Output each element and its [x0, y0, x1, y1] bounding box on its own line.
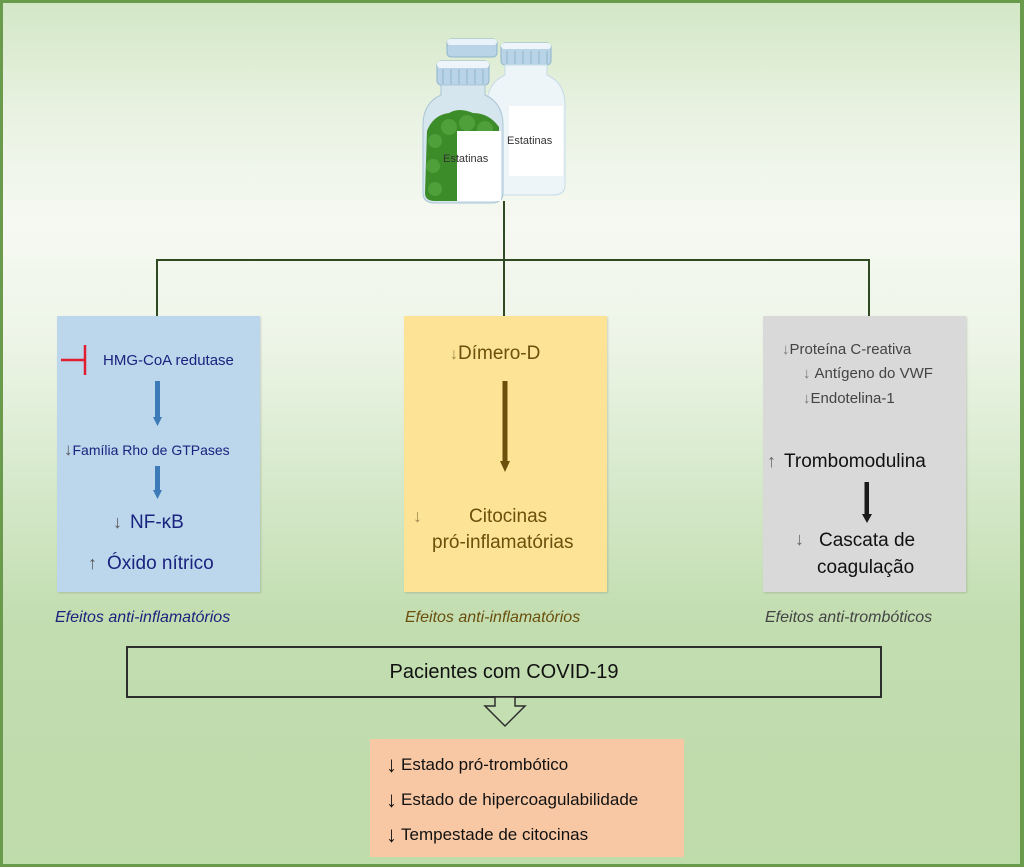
d-dimer-label: ↓Dímero-D — [450, 343, 541, 364]
statin-bottles-illustration — [422, 38, 566, 204]
connector-center — [503, 259, 505, 317]
connector-left — [156, 259, 158, 317]
hollow-arrow-down-icon — [483, 696, 527, 728]
rho-gtpases-label: ↓Família Rho de GTPases — [64, 440, 230, 459]
hmg-coa-label: HMG-CoA redutase — [103, 352, 234, 369]
inhibition-icon — [61, 345, 87, 375]
connector-trunk — [503, 201, 505, 261]
blue-caption: Efeitos anti-inflamatórios — [55, 609, 231, 626]
bottle-front-label: Estatinas — [443, 153, 489, 165]
decrease-arrow-icon: ↓ — [803, 365, 811, 382]
bottle-back-label: Estatinas — [507, 135, 553, 147]
decrease-arrow-icon: ↓ — [795, 529, 804, 549]
covid-patients-box: Pacientes com COVID-19 — [126, 646, 882, 698]
arrow-down-icon — [153, 466, 162, 499]
arrow-down-icon — [862, 482, 872, 523]
anti-thrombotic-pathway-box — [763, 316, 966, 592]
covid-patients-label: Pacientes com COVID-19 — [389, 660, 619, 683]
gray-caption: Efeitos anti-trombóticos — [765, 609, 933, 626]
increase-arrow-icon: ↑ — [88, 553, 97, 573]
crp-label: ↓Proteína C-reativa — [782, 341, 912, 358]
nf-kb-label: ↓NF-κB — [113, 512, 184, 533]
outcomes-box: ↓ Estado pró-trombótico ↓ Estado de hipe… — [370, 739, 684, 857]
endothelin-label: ↓Endotelina-1 — [803, 390, 895, 407]
coagulation-label-line2: coagulação — [817, 557, 915, 578]
outcome-item: ↓ Estado pró-trombótico — [386, 751, 569, 777]
decrease-arrow-icon: ↓ — [803, 390, 811, 407]
decrease-arrow-icon: ↓ — [413, 506, 422, 526]
coagulation-label-line1: Cascata de — [819, 530, 916, 551]
bottle-front-icon — [422, 60, 504, 204]
decrease-arrow-icon: ↓ — [386, 821, 397, 847]
nitric-oxide-label: ↑Óxido nítrico — [88, 553, 214, 574]
bottle-back-right-icon — [486, 42, 566, 196]
cytokines-label-line1: Citocinas — [469, 506, 548, 527]
yellow-caption: Efeitos anti-inflamatórios — [405, 609, 581, 626]
arrow-down-icon — [153, 381, 162, 426]
anti-inflammatory-pathway-box — [57, 316, 260, 592]
outcome-item: ↓ Tempestade de citocinas — [386, 821, 589, 847]
decrease-arrow-icon: ↓ — [386, 751, 397, 777]
arrow-down-icon — [500, 381, 510, 472]
decrease-arrow-icon: ↓ — [64, 440, 73, 459]
cytokines-label-line2: pró-inflamatórias — [432, 532, 574, 553]
vwf-label: ↓Antígeno do VWF — [803, 365, 933, 382]
decrease-arrow-icon: ↓ — [450, 346, 458, 363]
bottle-back-left-icon — [446, 38, 498, 58]
thrombomodulin-label: ↑Trombomodulina — [767, 451, 926, 472]
decrease-arrow-icon: ↓ — [113, 512, 122, 532]
outcome-item: ↓ Estado de hipercoagulabilidade — [386, 786, 639, 812]
decrease-arrow-icon: ↓ — [782, 341, 790, 358]
connector-horizontal — [156, 259, 870, 261]
decrease-arrow-icon: ↓ — [386, 786, 397, 812]
increase-arrow-icon: ↑ — [767, 451, 776, 471]
connector-right — [868, 259, 870, 317]
